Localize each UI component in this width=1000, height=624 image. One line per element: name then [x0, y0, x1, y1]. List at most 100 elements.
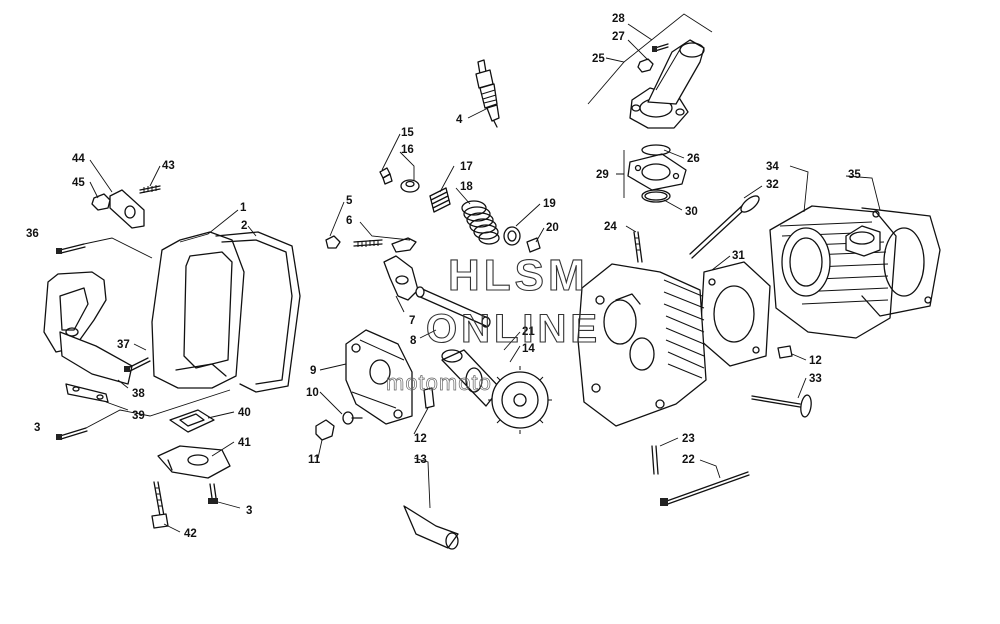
callout-28: 28 — [612, 13, 625, 25]
callout-1: 1 — [240, 202, 247, 214]
callout-30: 30 — [685, 206, 698, 218]
callout-23: 23 — [682, 433, 695, 445]
o-ring-upper[interactable] — [641, 144, 671, 156]
breather-nut[interactable] — [91, 193, 111, 211]
dowel-pin-left[interactable] — [423, 387, 435, 409]
callout-15: 15 — [401, 127, 414, 139]
callout-3-left: 3 — [34, 422, 40, 434]
cylinder[interactable] — [769, 205, 897, 339]
callout-32: 32 — [766, 179, 779, 191]
callout-35: 35 — [848, 169, 861, 181]
cylinder-base-gasket[interactable] — [861, 207, 941, 317]
callout-27: 27 — [612, 31, 625, 43]
mount-bracket[interactable] — [157, 445, 231, 479]
callout-36: 36 — [26, 228, 39, 240]
o-ring-lower[interactable] — [641, 189, 671, 203]
callout-44: 44 — [72, 153, 85, 165]
intake-manifold[interactable] — [629, 39, 705, 129]
rocker-arm[interactable] — [383, 255, 419, 301]
callout-10: 10 — [306, 387, 319, 399]
callout-43: 43 — [162, 160, 175, 172]
callout-16: 16 — [401, 144, 414, 156]
callout-24: 24 — [604, 221, 617, 233]
callout-8: 8 — [410, 335, 417, 347]
callout-25: 25 — [592, 53, 605, 65]
bolt-42[interactable] — [151, 481, 169, 529]
callout-38: 38 — [132, 388, 145, 400]
callout-11: 11 — [308, 454, 321, 466]
callout-4: 4 — [456, 114, 463, 126]
watermark-line1: HLSM — [448, 251, 589, 300]
stud-24[interactable] — [633, 231, 643, 263]
cylinder-head[interactable] — [577, 263, 707, 427]
leader-lines — [83, 13, 881, 533]
callout-29: 29 — [596, 169, 609, 181]
rocker-arm-upper[interactable] — [391, 237, 417, 253]
bolt-36[interactable] — [56, 243, 86, 254]
callout-7: 7 — [409, 315, 415, 327]
callout-34: 34 — [766, 161, 779, 173]
callout-2: 2 — [241, 220, 247, 232]
dowel-pin-right[interactable] — [777, 345, 793, 359]
callout-14: 14 — [522, 343, 535, 355]
callout-42: 42 — [184, 528, 197, 540]
callout-18: 18 — [460, 181, 473, 193]
callout-45: 45 — [72, 177, 85, 189]
head-gasket[interactable] — [699, 261, 771, 367]
manifold-bolt[interactable] — [652, 43, 669, 52]
valve-stem-seal[interactable] — [526, 237, 541, 253]
callout-19: 19 — [543, 198, 556, 210]
callout-39: 39 — [132, 410, 145, 422]
adjuster-screw[interactable] — [353, 239, 383, 247]
square-seal[interactable] — [169, 409, 215, 433]
breather-gasket[interactable] — [109, 189, 145, 229]
callout-41: 41 — [238, 437, 251, 449]
valve-spring-large[interactable] — [461, 200, 500, 245]
bracket-gasket[interactable] — [65, 383, 109, 403]
long-stud[interactable] — [660, 471, 750, 506]
intake-valve[interactable] — [689, 193, 762, 259]
adjuster-nut[interactable] — [325, 235, 341, 249]
spring-retainer[interactable] — [400, 179, 420, 193]
intake-gasket[interactable] — [627, 153, 687, 191]
callout-17: 17 — [460, 161, 473, 173]
spring-seat[interactable] — [503, 226, 521, 246]
callout-20: 20 — [546, 222, 559, 234]
watermark-line2: ONLINE — [426, 307, 601, 351]
camshaft-holder[interactable] — [345, 329, 413, 425]
pivot-pin[interactable] — [403, 505, 459, 550]
spark-plug[interactable] — [475, 59, 500, 128]
callout-40: 40 — [238, 407, 251, 419]
cover-gasket[interactable] — [215, 231, 301, 393]
valve-keepers[interactable] — [379, 167, 393, 185]
callout-13: 13 — [414, 454, 427, 466]
callout-5: 5 — [346, 195, 353, 207]
short-stud[interactable] — [651, 445, 659, 475]
watermark-line3: motomoto — [386, 370, 492, 395]
manifold-nut[interactable] — [637, 58, 654, 73]
callout-22: 22 — [682, 454, 695, 466]
callout-33: 33 — [809, 373, 822, 385]
callout-6: 6 — [346, 215, 352, 227]
watermark: HLSM ONLINE motomoto — [386, 250, 601, 395]
callout-12-left: 12 — [414, 433, 427, 445]
flange-nut[interactable] — [315, 419, 335, 441]
callout-31: 31 — [732, 250, 745, 262]
bolt-3-left[interactable] — [56, 427, 88, 440]
callout-21: 21 — [522, 326, 535, 338]
guard-bracket[interactable] — [43, 271, 133, 385]
washer[interactable] — [342, 411, 363, 425]
cam-sprocket[interactable] — [488, 366, 552, 434]
breather-screw[interactable] — [139, 185, 161, 194]
callout-37: 37 — [117, 339, 130, 351]
bolt-37[interactable] — [124, 357, 151, 372]
callout-26: 26 — [687, 153, 700, 165]
rocker-shaft[interactable] — [415, 286, 491, 328]
callout-numbers: 28 27 25 4 15 16 17 18 19 20 26 29 30 34… — [26, 13, 861, 540]
bolt-3-right[interactable] — [208, 483, 218, 504]
exhaust-valve[interactable] — [751, 394, 812, 418]
valve-spring-small[interactable] — [429, 187, 451, 213]
cylinder-head-cover[interactable] — [151, 231, 245, 389]
callout-9: 9 — [310, 365, 316, 377]
